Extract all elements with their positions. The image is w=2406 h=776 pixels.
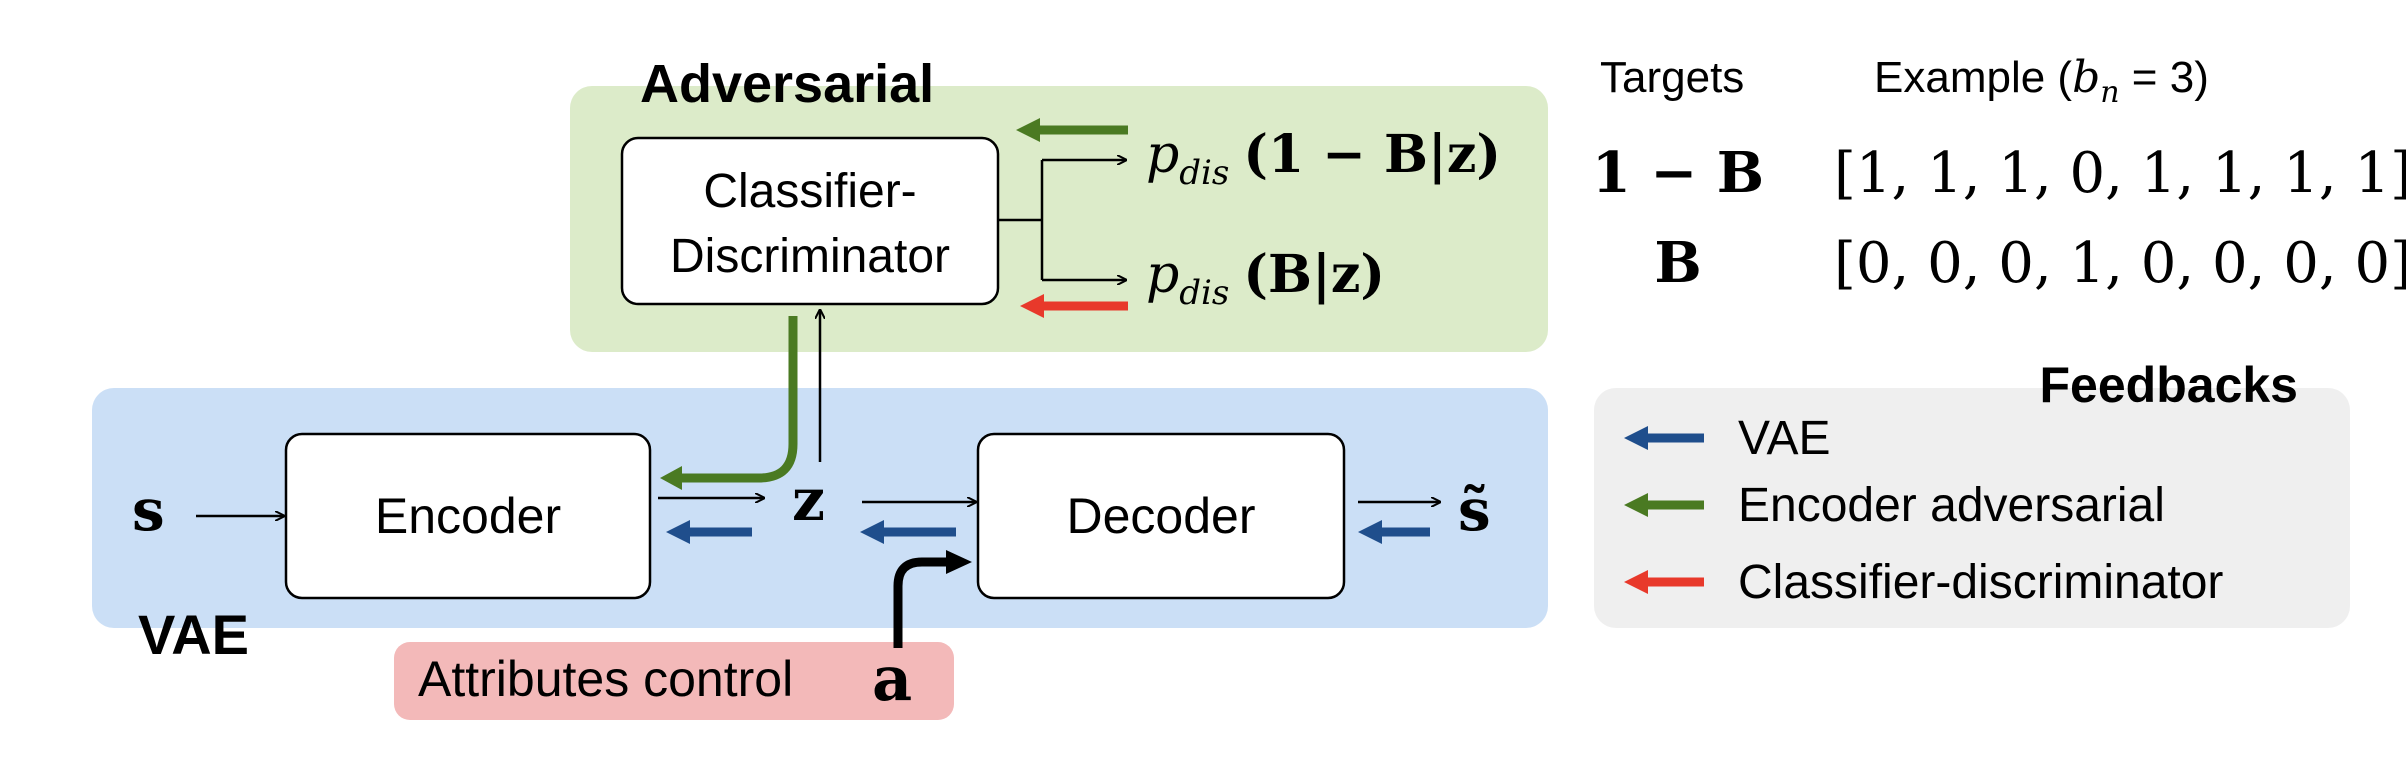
red-bottom-output-arrowhead — [1020, 294, 1044, 318]
attributes-arrowhead — [946, 550, 972, 574]
latent-z: z — [792, 466, 825, 534]
input-s: s — [132, 476, 165, 544]
attributes-arrow — [893, 557, 954, 648]
legend-label-encoder-adversarial: Encoder adversarial — [1738, 479, 2165, 532]
output-p-bottom: pdis(B|z) — [1146, 244, 1385, 313]
output-p-top: pdis(1 − B|z) — [1146, 124, 1501, 193]
example-row-2: [0, 0, 0, 1, 0, 0, 0, 0] — [1834, 231, 2406, 296]
encoder-box — [284, 432, 652, 600]
legend-label-vae: VAE — [1738, 412, 1830, 465]
adversarial-label: Adversarial — [640, 54, 934, 114]
feedbacks-title: Feedbacks — [2040, 357, 2298, 413]
encoder-adversarial-feedback — [676, 316, 798, 483]
legend-item-classifier-discriminator: Classifier-discriminator — [1624, 556, 2223, 609]
blue-arrowhead-icon — [1624, 426, 1648, 450]
target-row-1: 1 − B — [1592, 140, 1764, 206]
target-row-2: B — [1654, 230, 1701, 296]
example-header: Example (bn = 3) — [1874, 52, 2209, 110]
classifier-split-lines — [998, 160, 1044, 280]
attributes-control-panel — [394, 642, 954, 720]
output-s-tilde: s̃ — [1458, 476, 1491, 544]
feedbacks-panel — [1594, 388, 2350, 628]
classifier-label-line1: Classifier- — [703, 165, 916, 218]
green-top-output-arrowhead — [1016, 118, 1040, 142]
legend-item-vae: VAE — [1624, 412, 1830, 465]
attributes-label: Attributes control — [418, 651, 793, 707]
decoder-box — [976, 432, 1346, 600]
red-arrowhead-icon — [1624, 570, 1648, 594]
vae-feedback-output-to-decoder-head — [1358, 520, 1382, 544]
decoder-label: Decoder — [1067, 488, 1256, 544]
example-row-1: [1, 1, 1, 0, 1, 1, 1, 1] — [1834, 141, 2406, 206]
attribute-a: a — [872, 642, 912, 715]
encoder-adversarial-arrowhead — [660, 466, 682, 490]
legend-label-classifier-discriminator: Classifier-discriminator — [1738, 556, 2223, 609]
green-arrowhead-icon — [1624, 493, 1648, 517]
vae-feedback-z-to-encoder-head — [666, 520, 690, 544]
legend-item-encoder-adversarial: Encoder adversarial — [1624, 479, 2165, 532]
targets-header: Targets — [1600, 53, 1744, 102]
classifier-label-line2: Discriminator — [670, 230, 950, 283]
encoder-label: Encoder — [375, 488, 561, 544]
vae-label: VAE — [138, 603, 249, 666]
vae-feedback-decoder-to-z-head — [860, 520, 884, 544]
